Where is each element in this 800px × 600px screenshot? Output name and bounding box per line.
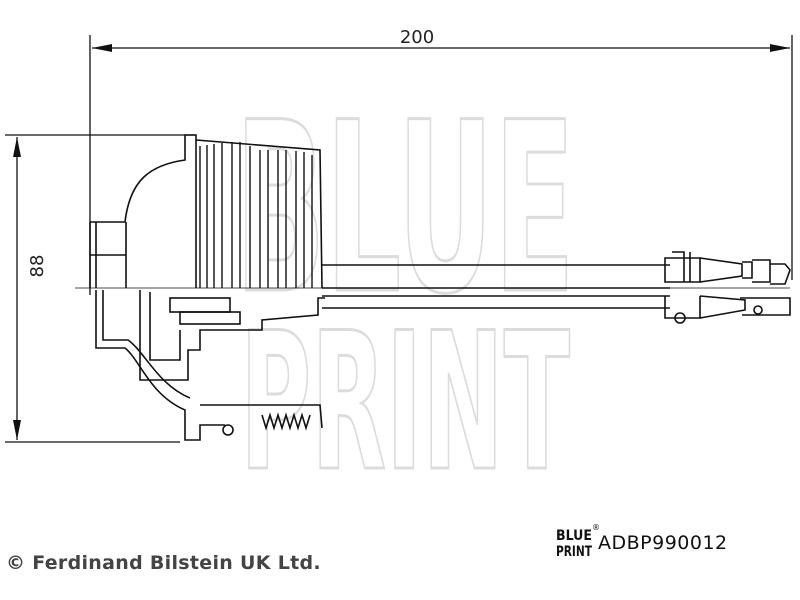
logo-registered-mark: ® <box>592 523 600 532</box>
blue-print-logo: BLUE PRINT ® <box>556 523 600 560</box>
part-number: ADBP990012 <box>598 532 728 554</box>
watermark-line1: BLUE <box>235 73 575 346</box>
dimension-height <box>5 134 195 443</box>
cap-ribs <box>199 142 313 288</box>
copyright-notice: © Ferdinand Bilstein UK Ltd. <box>6 552 321 574</box>
watermark-line2: PRINT <box>240 292 570 513</box>
dimension-length-label: 200 <box>400 27 434 48</box>
dimension-height-label: 88 <box>27 255 48 278</box>
logo-line2: PRINT <box>556 544 592 560</box>
watermark: BLUE PRINT <box>234 72 577 515</box>
logo-line1: BLUE <box>556 528 592 544</box>
filter-cap-drawing <box>75 134 791 441</box>
